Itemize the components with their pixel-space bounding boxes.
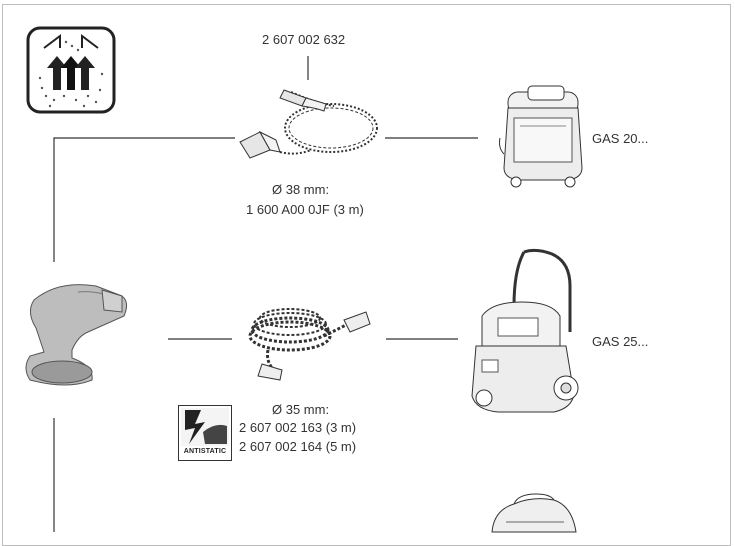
middle-hose-diameter: Ø 35 mm: (272, 402, 330, 417)
connector-lines (53, 56, 478, 532)
sander-illustration (25, 284, 128, 386)
antistatic-label: ANTISTATIC (183, 448, 227, 455)
top-hose-illustration (239, 89, 378, 159)
middle-hose-illustration (248, 308, 371, 381)
vacuum-gas-25-label: GAS 25... (592, 334, 649, 349)
vacuum-gas-20-label: GAS 20... (592, 131, 649, 146)
middle-hose-part-2: 2 607 002 164 (5 m) (239, 439, 357, 454)
middle-hose-part-1: 2 607 002 163 (3 m) (239, 420, 357, 435)
vacuum-partial-illustration (491, 493, 577, 533)
vacuum-gas-20-illustration (499, 85, 583, 188)
antistatic-icon (181, 408, 229, 446)
vacuum-gas-25-illustration (471, 248, 579, 413)
antistatic-badge: ANTISTATIC (178, 405, 232, 461)
top-hose-part-number: 2 607 002 632 (262, 32, 346, 47)
top-hose-part: 1 600 A00 0JF (3 m) (246, 202, 364, 217)
dust-extraction-icon (26, 26, 116, 114)
top-hose-diameter: Ø 38 mm: (272, 182, 330, 197)
